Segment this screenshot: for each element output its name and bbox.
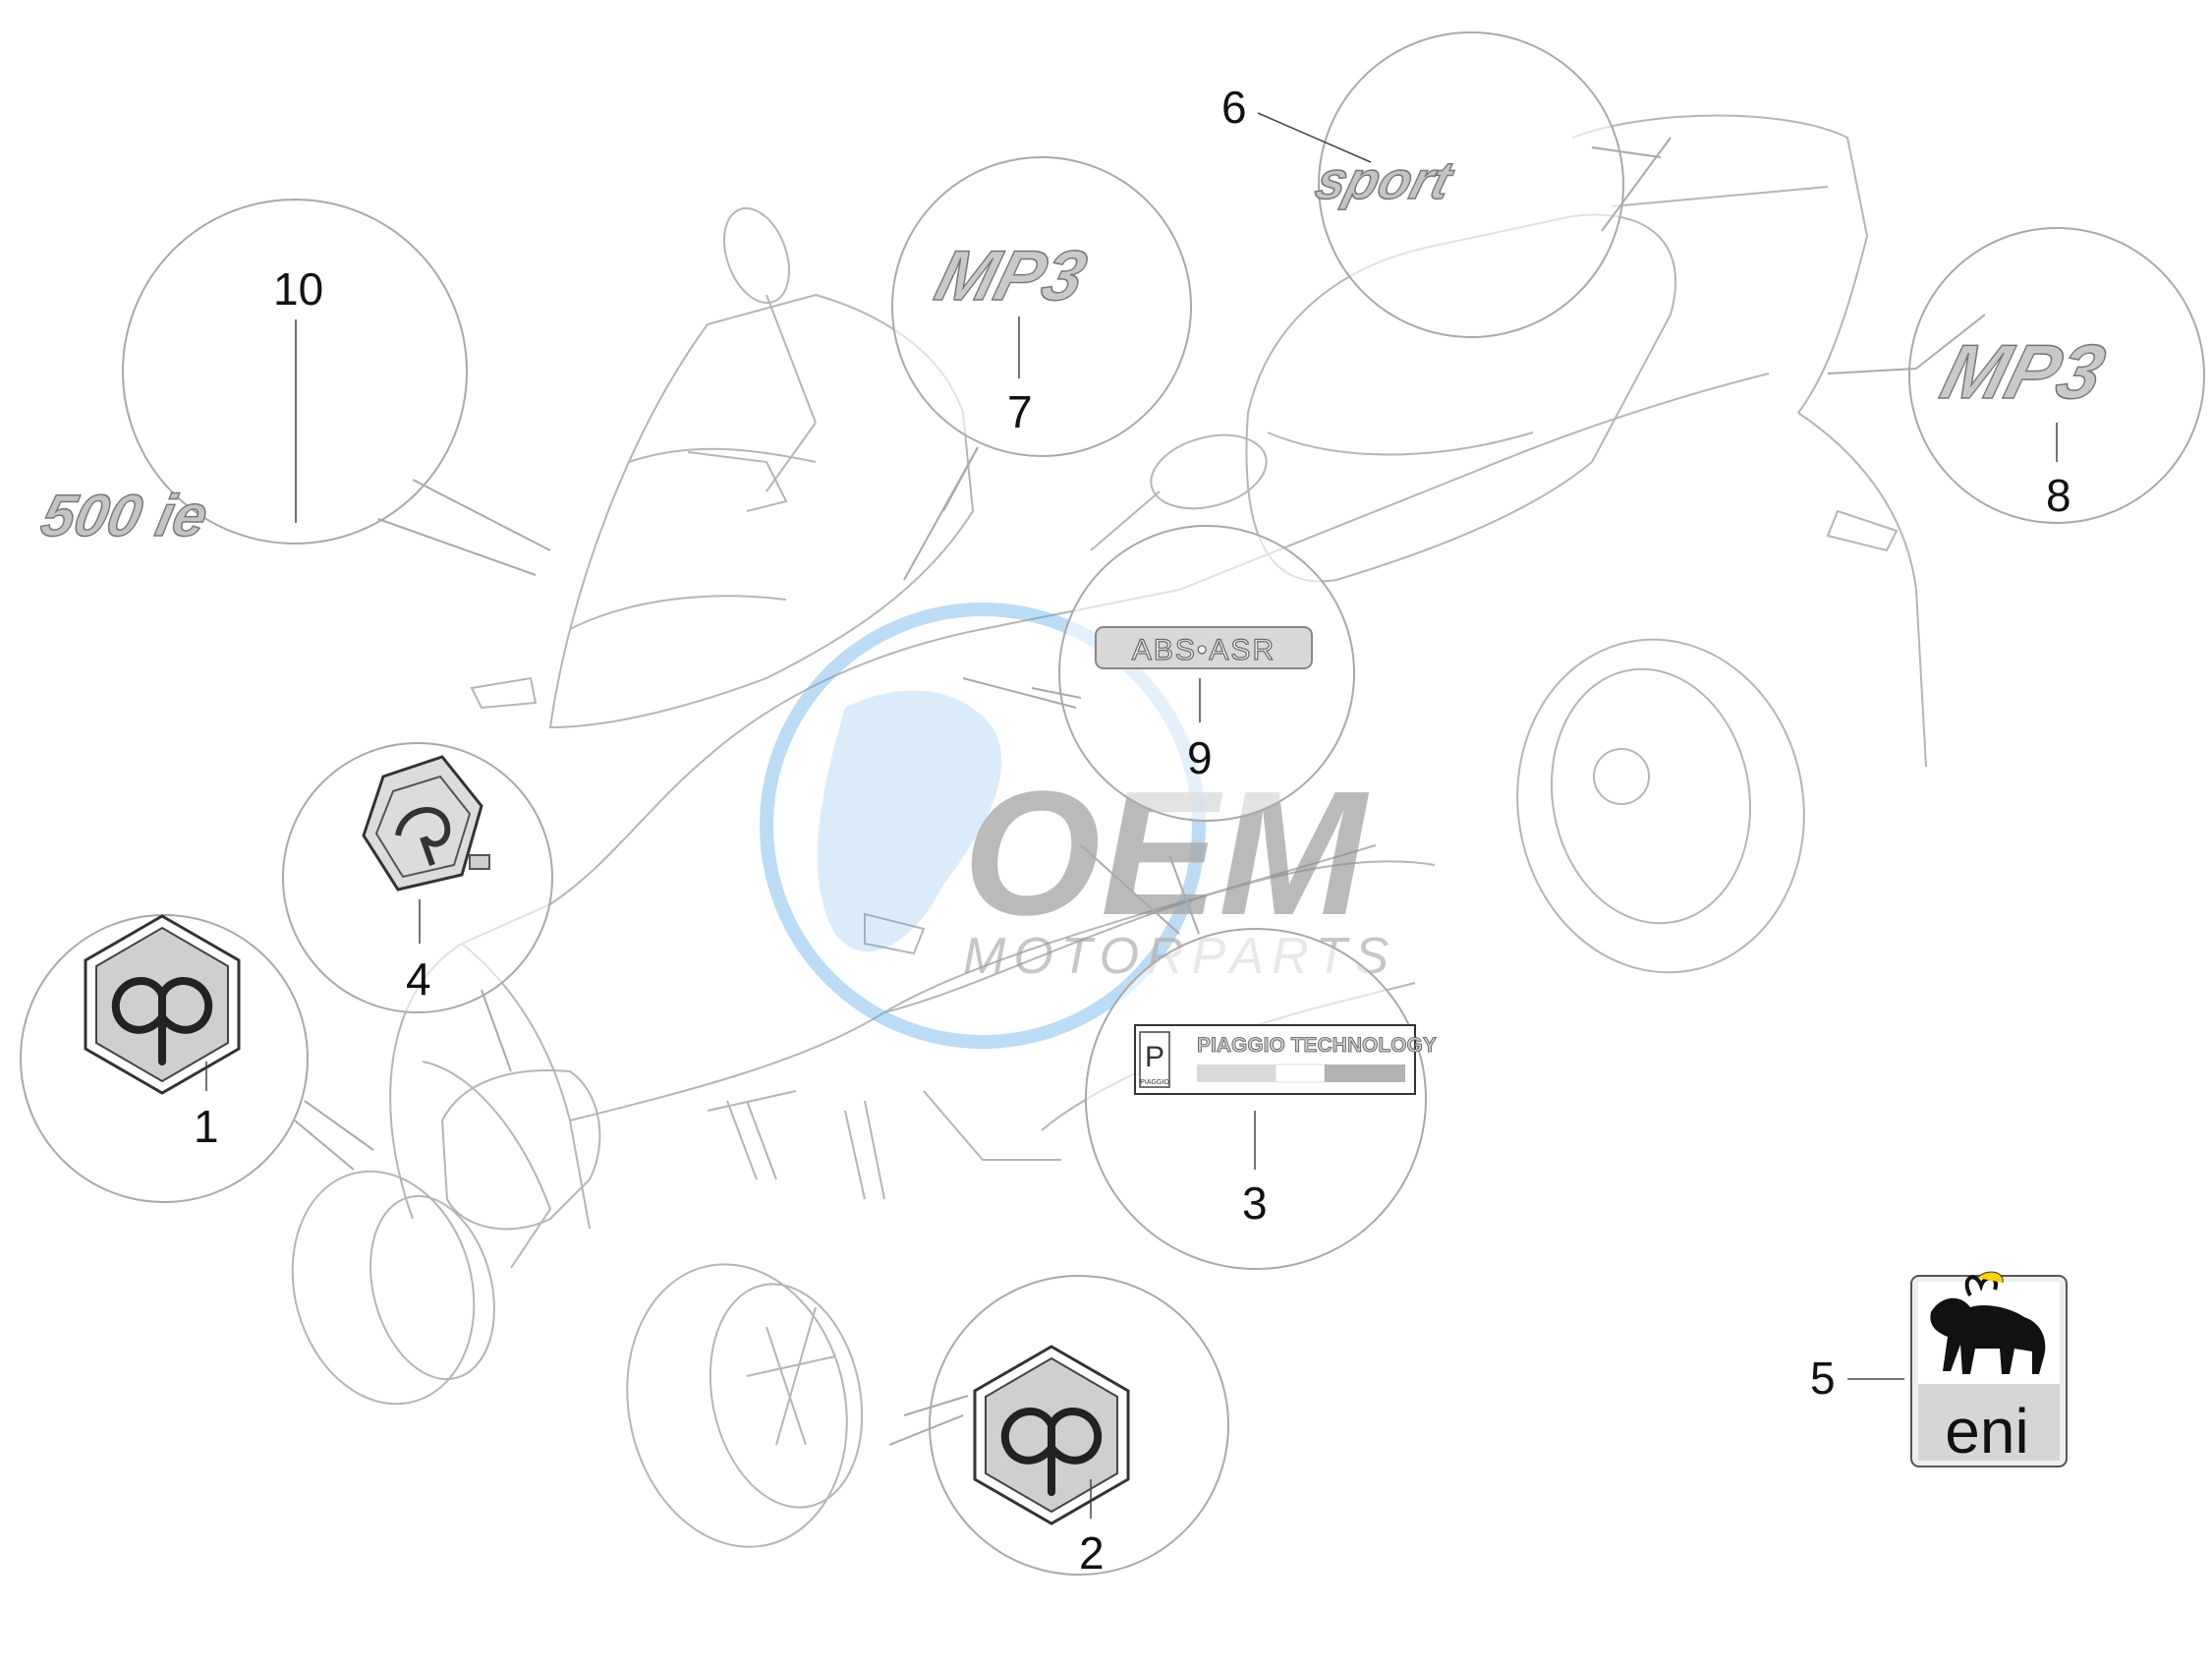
callout-number-6: 6 [1221,82,1247,133]
abs-badge-text: ABS•ASR [1132,634,1276,666]
sport-badge-sticker: sport [1310,150,1461,210]
number-leaders [205,112,2058,1519]
piaggio-hex-badge-1 [84,914,241,1095]
piaggio-logo-icon [395,807,451,867]
callout-number-2: 2 [1079,1527,1105,1579]
eni-label-text: eni [1945,1396,2028,1467]
model-badge-sticker: 500 ie [35,483,213,548]
piaggio-emblem-angled [362,755,490,892]
callout-number-10: 10 [273,263,323,315]
callout-number-3: 3 [1242,1178,1268,1229]
globe-icon [760,603,1206,1049]
abs-badge-sticker: ABS•ASR [1095,626,1313,669]
callout-number-7: 7 [1007,386,1033,437]
plate-logo-letter: P [1145,1041,1164,1073]
mp3-badge-sticker-front: MP3 [928,236,1095,316]
callout-number-4: 4 [406,953,431,1005]
callout-number-9: 9 [1187,732,1213,783]
eni-dog-icon [1930,1271,2046,1374]
plate-small-text: PIAGGIO [1140,1079,1169,1086]
piaggio-logo-icon [1000,1408,1103,1496]
callout-number-8: 8 [2046,470,2071,521]
leader-lines [294,137,1986,1446]
callout-number-5: 5 [1810,1352,1836,1404]
mp3-badge-sticker-rear: MP3 [1933,328,2114,414]
callout-number-1: 1 [194,1101,219,1152]
piaggio-technology-plate: P PIAGGIO PIAGGIO TECHNOLOGY [1134,1024,1437,1095]
plate-title: PIAGGIO TECHNOLOGY [1197,1034,1437,1057]
piaggio-logo-icon [111,977,213,1065]
eni-sticker: eni [1910,1271,2068,1467]
piaggio-hex-badge-2 [973,1345,1130,1525]
